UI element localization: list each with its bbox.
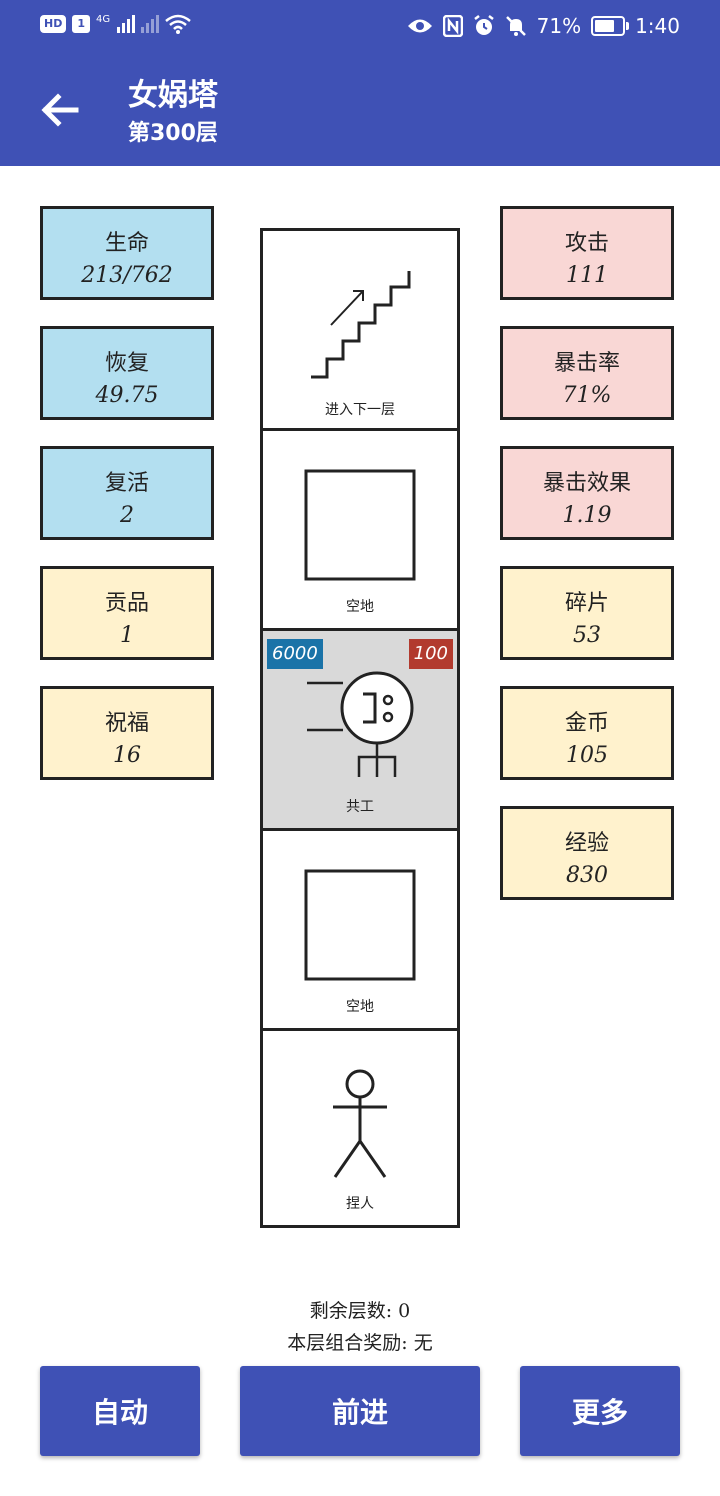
sim-icon: 1 (72, 15, 90, 33)
cell-next-floor[interactable]: 进入下一层 (263, 231, 457, 431)
stick-figure-icon (333, 1069, 387, 1178)
stat-blessing: 祝福 16 (40, 686, 214, 780)
nfc-icon (442, 15, 463, 37)
cell-empty[interactable]: 空地 (263, 428, 457, 628)
tower-column: 进入下一层 空地 6000 100 共工 空地 (260, 228, 460, 1228)
stat-value: 1 (120, 623, 134, 648)
empty-square-icon (304, 469, 416, 581)
stat-value: 111 (566, 263, 608, 288)
enemy-gonggong-icon (307, 671, 414, 777)
cell-enemy[interactable]: 6000 100 共工 (263, 628, 457, 828)
stat-value: 49.75 (95, 383, 159, 408)
cell-player[interactable]: 捏人 (263, 1028, 457, 1225)
network-type: 4G (96, 14, 111, 25)
stat-label: 祝福 (104, 711, 149, 736)
stat-label: 暴击率 (553, 351, 620, 376)
stat-label: 恢复 (104, 351, 149, 376)
floor-subtitle: 第300层 (128, 121, 218, 146)
remaining-floors: 剩余层数: 0 (309, 1300, 411, 1322)
stat-fragments: 碎片 53 (500, 566, 674, 660)
stat-label: 复活 (104, 471, 149, 496)
battery-icon (591, 16, 630, 36)
stat-label: 暴击效果 (542, 471, 631, 496)
cell-caption: 共工 (346, 799, 374, 815)
stat-revive: 复活 2 (40, 446, 214, 540)
stat-value: 16 (113, 743, 141, 768)
stat-crit-rate: 暴击率 71% (500, 326, 674, 420)
stat-value: 53 (573, 623, 601, 648)
stat-label: 攻击 (564, 231, 609, 256)
cell-caption: 空地 (346, 999, 374, 1015)
stat-value: 1.19 (562, 503, 612, 528)
floor-reward: 本层组合奖励: 无 (287, 1332, 433, 1354)
stat-experience: 经验 830 (500, 806, 674, 900)
alarm-icon (473, 15, 494, 35)
cell-caption: 空地 (346, 599, 374, 615)
stat-label: 贡品 (104, 591, 149, 616)
page-title: 女娲塔 (128, 78, 218, 113)
stat-value: 213/762 (81, 263, 173, 288)
stat-label: 生命 (104, 231, 149, 256)
stat-value: 830 (566, 863, 608, 888)
eye-icon (407, 19, 432, 33)
stat-offering: 贡品 1 (40, 566, 214, 660)
stat-label: 碎片 (564, 591, 609, 616)
stat-recovery: 恢复 49.75 (40, 326, 214, 420)
hd-icon: HD (40, 15, 67, 33)
signal-2-icon (141, 15, 160, 33)
enemy-attack-badge: 100 (408, 639, 453, 669)
cell-caption: 捏人 (346, 1196, 374, 1212)
forward-button[interactable]: 前进 (240, 1366, 480, 1456)
enemy-hp-badge: 6000 (267, 639, 323, 669)
signal-icon (117, 15, 136, 33)
status-bar: HD 1 4G 71% 1:40 (0, 0, 720, 54)
back-arrow-icon[interactable] (38, 88, 82, 132)
stat-attack: 攻击 111 (500, 206, 674, 300)
stat-hp: 生命 213/762 (40, 206, 214, 300)
cell-caption: 进入下一层 (325, 402, 395, 418)
stairs-icon (311, 271, 411, 379)
stat-value: 71% (562, 383, 612, 408)
wifi-icon (165, 14, 191, 34)
stat-label: 经验 (564, 831, 609, 856)
stat-crit-effect: 暴击效果 1.19 (500, 446, 674, 540)
battery-percent: 71% (536, 14, 582, 38)
more-button[interactable]: 更多 (520, 1366, 680, 1456)
stat-value: 105 (566, 743, 608, 768)
cell-empty[interactable]: 空地 (263, 828, 457, 1028)
auto-button[interactable]: 自动 (40, 1366, 200, 1456)
empty-square-icon (304, 869, 416, 981)
stat-label: 金币 (564, 711, 609, 736)
mute-icon (505, 16, 526, 36)
clock: 1:40 (635, 14, 680, 38)
stat-gold: 金币 105 (500, 686, 674, 780)
stat-value: 2 (120, 503, 134, 528)
